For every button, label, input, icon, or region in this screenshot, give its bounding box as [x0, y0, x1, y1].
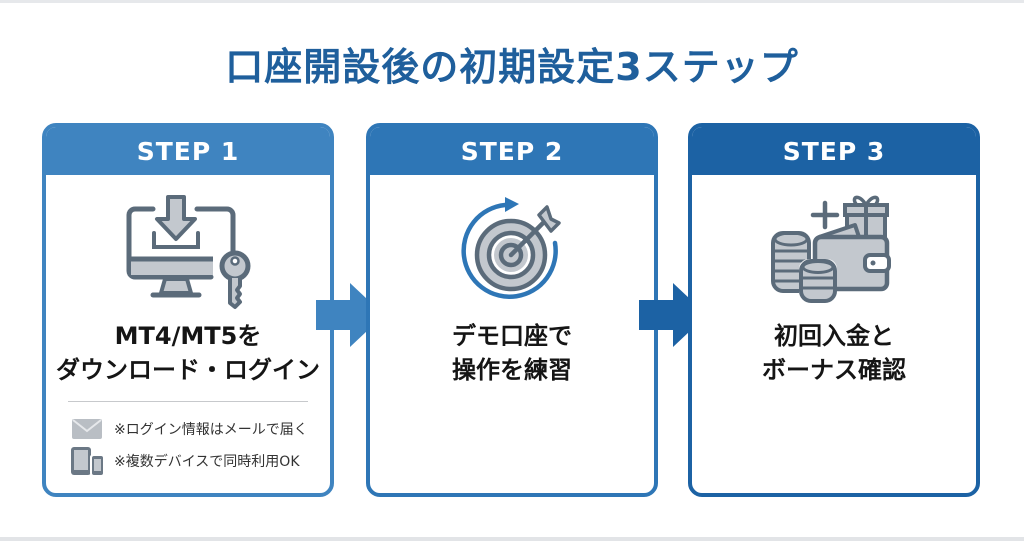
bottom-border: [0, 537, 1024, 541]
step-card-2: STEP 2 デモ口座で 操作を練習: [366, 123, 658, 497]
step-label: MT4/MT5を ダウンロード・ログイン: [46, 319, 330, 387]
mail-icon: [70, 415, 104, 443]
note-text: ※ログイン情報はメールで届く: [114, 422, 308, 438]
coins-wallet-gift-icon: [692, 189, 976, 313]
step-label-line2: 操作を練習: [452, 356, 572, 384]
devices-icon: [70, 447, 104, 475]
note-item: ※複数デバイスで同時利用OK: [70, 447, 300, 475]
step-label-line2: ボーナス確認: [762, 356, 906, 384]
step-label-line1: デモ口座で: [452, 322, 572, 350]
step-header: STEP 1: [46, 127, 330, 175]
target-arrow-icon: [370, 189, 654, 313]
note-item: ※ログイン情報はメールで届く: [70, 415, 308, 443]
step-label-line1: MT4/MT5を: [114, 322, 262, 350]
step-label: 初回入金と ボーナス確認: [692, 319, 976, 387]
top-border: [0, 0, 1024, 3]
step-header: STEP 2: [370, 127, 654, 175]
step-label-line1: 初回入金と: [774, 322, 894, 350]
step-label-line2: ダウンロード・ログイン: [56, 356, 320, 384]
step-header: STEP 3: [692, 127, 976, 175]
step-card-1: STEP 1 MT4/MT5を ダウンロード・ログイン: [42, 123, 334, 497]
divider: [68, 401, 308, 402]
note-text: ※複数デバイスで同時利用OK: [114, 454, 300, 470]
page-title: 口座開設後の初期設定3ステップ: [225, 45, 799, 89]
step-label: デモ口座で 操作を練習: [370, 319, 654, 387]
monitor-download-key-icon: [46, 189, 330, 313]
step-card-3: STEP 3: [688, 123, 980, 497]
